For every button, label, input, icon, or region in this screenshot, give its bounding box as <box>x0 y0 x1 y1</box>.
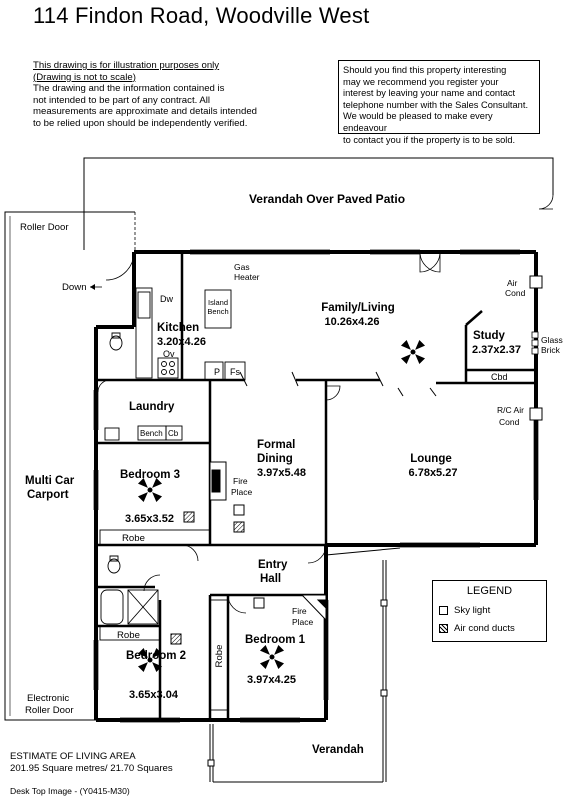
down-label: Down <box>62 282 87 293</box>
carport-outline <box>4 211 135 721</box>
fireplaces <box>209 461 327 622</box>
fire2-label: Fire <box>292 606 307 616</box>
pantry-label: P <box>214 367 220 377</box>
dw-label: Dw <box>160 294 173 304</box>
rc-cond-label: Cond <box>499 417 520 427</box>
multi-car-label: Multi Car <box>25 475 75 487</box>
legend-skylight-row: Sky light <box>439 605 490 616</box>
hall-label: Hall <box>260 573 281 585</box>
disclaimer-line: (Drawing is not to scale) <box>33 71 136 83</box>
island-bench-label: Bench <box>207 307 228 316</box>
family-living-size: 10.26x4.26 <box>324 316 379 328</box>
disclaimer-line: to be relied upon should be independentl… <box>33 117 248 129</box>
notice-line: may we recommend you register your <box>343 76 499 87</box>
opening-ticks <box>239 371 437 397</box>
carport-label: Carport <box>27 489 69 501</box>
verandah-door <box>538 194 554 210</box>
notice-line: interest by leaving your name and contac… <box>343 88 516 99</box>
laundry-cb-label: Cb <box>168 429 179 438</box>
legend: LEGEND Sky light Air cond ducts <box>432 580 547 642</box>
fire-place-label: Place <box>231 487 253 497</box>
fire2-place-label: Place <box>292 617 314 627</box>
verandah-patio-label: Verandah Over Paved Patio <box>249 192 405 206</box>
legend-skylight-label: Sky light <box>454 605 491 616</box>
roller-door-label: Roller Door <box>20 222 69 233</box>
lounge-label: Lounge <box>410 453 452 465</box>
legend-title: LEGEND <box>466 585 513 597</box>
skylight-swatch <box>439 605 448 615</box>
dining-size: 3.97x5.48 <box>257 467 306 479</box>
electronic-label: Electronic <box>27 693 69 704</box>
disclaimer-line: measurements are approximate and details… <box>33 106 257 118</box>
cond-label: Cond <box>505 288 526 298</box>
verandah-label: Verandah <box>312 744 364 756</box>
ceiling-fan-icon <box>137 339 426 673</box>
glass-label: Glass <box>541 335 563 345</box>
openings <box>207 377 436 575</box>
legend-aircon-label: Air cond ducts <box>454 623 515 634</box>
entry-label: Entry <box>258 559 288 571</box>
robe-label: Robe <box>122 533 145 544</box>
disclaimer-line: not intended to be part of any contract.… <box>33 94 211 106</box>
glass-brick <box>531 331 539 355</box>
bedroom2-label: Bedroom 2 <box>126 650 186 662</box>
study-label: Study <box>473 330 506 342</box>
study-size: 2.37x2.37 <box>472 344 521 356</box>
fire-label: Fire <box>233 476 248 486</box>
kitchen-fittings <box>135 287 246 381</box>
family-living-label: Family/Living <box>321 302 395 314</box>
robe3-label: Robe <box>214 645 225 668</box>
disclaimer-line: The drawing and the information containe… <box>33 83 225 95</box>
notice-line: to contact you if the property is to be … <box>343 134 516 145</box>
rc-air-label: R/C Air <box>497 405 524 415</box>
brick-label: Brick <box>541 345 561 355</box>
lounge-size: 6.78x5.27 <box>409 467 458 479</box>
laundry-label: Laundry <box>129 401 175 413</box>
down-arrow-head <box>90 284 95 290</box>
exterior-walls <box>94 250 538 722</box>
laundry-bench-label: Bench <box>140 429 163 438</box>
wet-area-fittings <box>99 332 537 711</box>
island-label: Island <box>208 298 228 307</box>
oven-label: Ov <box>163 349 175 359</box>
verandah-outline <box>83 157 554 250</box>
estimate-title: ESTIMATE OF LIVING AREA <box>10 751 136 762</box>
door-swings <box>97 251 441 614</box>
disclaimer-line: This drawing is for illustration purpose… <box>33 60 220 71</box>
room-labels: Verandah Over Paved Patio Roller Door Do… <box>20 192 563 756</box>
bedroom1-label: Bedroom 1 <box>245 634 306 646</box>
interest-notice: Should you find this property interestin… <box>338 60 540 145</box>
notice-line: telephone number with the Sales Consulta… <box>343 99 529 110</box>
cupboard-label: Cbd <box>491 372 508 382</box>
kitchen-size: 3.20x4.26 <box>157 336 206 348</box>
bedroom3-label: Bedroom 3 <box>120 469 180 481</box>
skylights <box>233 504 265 609</box>
gas-label: Gas <box>234 262 250 272</box>
page-title: 114 Findon Road, Woodville West <box>33 3 370 28</box>
air-label: Air <box>507 278 518 288</box>
legend-aircon-row: Air cond ducts <box>439 623 515 634</box>
air-cond-units <box>529 275 543 421</box>
disclaimer: This drawing is for illustration purpose… <box>33 60 257 130</box>
kitchen-label: Kitchen <box>157 322 199 334</box>
formal-label: Formal <box>257 439 295 451</box>
aircon-ducts <box>170 511 245 645</box>
bedroom1-size: 3.97x4.25 <box>247 674 296 686</box>
fridge-space-label: Fs <box>230 367 240 377</box>
desk-top-image-ref: Desk Top Image - (Y0415-M30) <box>10 786 130 796</box>
verandah-posts <box>207 547 401 783</box>
dining-label: Dining <box>257 453 293 465</box>
robe2-label: Robe <box>117 630 140 641</box>
roller-door2-label: Roller Door <box>25 705 74 716</box>
heater-label: Heater <box>234 272 260 282</box>
aircon-swatch <box>439 623 448 633</box>
estimate-value: 201.95 Square metres/ 21.70 Squares <box>10 762 173 774</box>
bedroom3-size: 3.65x3.52 <box>125 513 174 525</box>
living-area-estimate: ESTIMATE OF LIVING AREA 201.95 Square me… <box>10 751 173 774</box>
notice-line: Should you find this property interestin… <box>343 65 507 75</box>
notice-line: We would be pleased to make every endeav… <box>343 111 493 133</box>
bedroom2-size: 3.65x3.04 <box>129 689 179 701</box>
